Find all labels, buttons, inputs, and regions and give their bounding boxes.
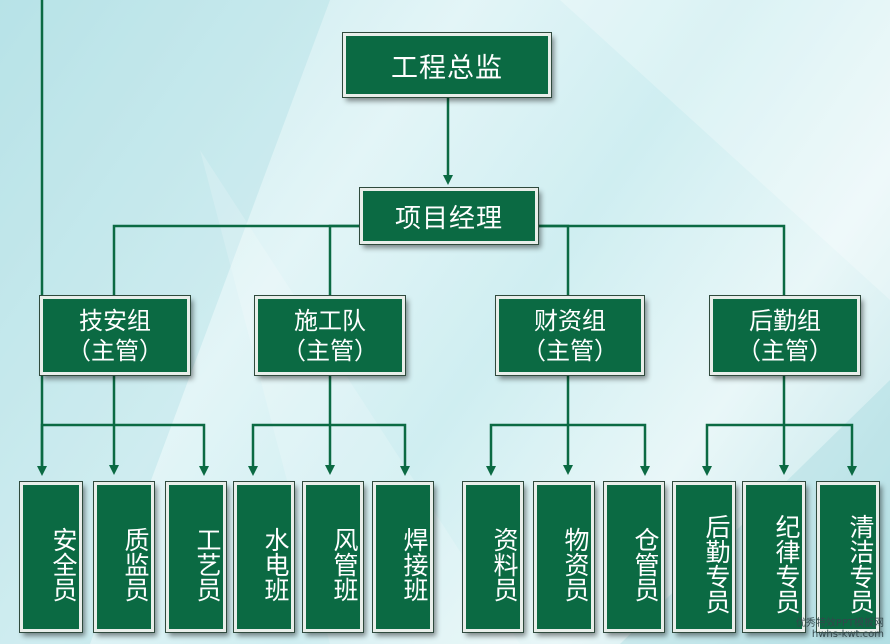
watermark: 优秀特效PPT模板网 hwhs-kwt.com bbox=[796, 618, 884, 640]
member-label: 仓管员 bbox=[631, 526, 660, 602]
member-label: 风管班 bbox=[330, 526, 359, 602]
member-node: 资料员 bbox=[462, 481, 524, 633]
member-node: 水电班 bbox=[233, 481, 295, 633]
group-name: 施工队 bbox=[294, 306, 366, 335]
member-node: 工艺员 bbox=[165, 481, 227, 633]
group-name: 后勤组 bbox=[749, 306, 821, 335]
top-node: 工程总监 bbox=[342, 32, 552, 98]
member-label: 焊接班 bbox=[400, 526, 429, 602]
member-node: 安全员 bbox=[19, 481, 83, 633]
member-node: 后勤专员 bbox=[672, 481, 736, 633]
member-node: 纪律专员 bbox=[742, 481, 806, 633]
member-label: 资料员 bbox=[490, 526, 519, 602]
member-node: 清洁专员 bbox=[816, 481, 880, 633]
member-label: 安全员 bbox=[49, 526, 78, 602]
member-label: 水电班 bbox=[261, 526, 290, 602]
member-node: 风管班 bbox=[302, 481, 364, 633]
manager-node-label: 项目经理 bbox=[394, 203, 503, 234]
group-node: 后勤组 （主管） bbox=[709, 295, 861, 376]
top-node-label: 工程总监 bbox=[391, 52, 503, 84]
watermark-line1: 优秀特效PPT模板网 bbox=[795, 618, 884, 629]
member-label: 工艺员 bbox=[193, 526, 222, 602]
group-name: 技安组 bbox=[79, 306, 151, 335]
group-node: 施工队 （主管） bbox=[254, 295, 406, 376]
member-node: 物资员 bbox=[533, 481, 595, 633]
group-role: （主管） bbox=[67, 336, 163, 365]
manager-node: 项目经理 bbox=[359, 187, 539, 245]
member-node: 仓管员 bbox=[603, 481, 665, 633]
member-node: 焊接班 bbox=[372, 481, 434, 633]
member-label: 清洁专员 bbox=[846, 514, 875, 614]
member-label: 纪律专员 bbox=[772, 514, 801, 614]
group-name: 财资组 bbox=[534, 306, 606, 335]
member-node: 质监员 bbox=[93, 481, 155, 633]
group-node: 财资组 （主管） bbox=[495, 295, 645, 376]
member-label: 质监员 bbox=[121, 526, 150, 602]
group-node: 技安组 （主管） bbox=[39, 295, 191, 376]
group-role: （主管） bbox=[737, 336, 833, 365]
group-role: （主管） bbox=[522, 336, 618, 365]
member-label: 后勤专员 bbox=[702, 514, 731, 614]
member-label: 物资员 bbox=[561, 526, 590, 602]
group-role: （主管） bbox=[282, 336, 378, 365]
watermark-line2: hwhs-kwt.com bbox=[811, 629, 884, 640]
